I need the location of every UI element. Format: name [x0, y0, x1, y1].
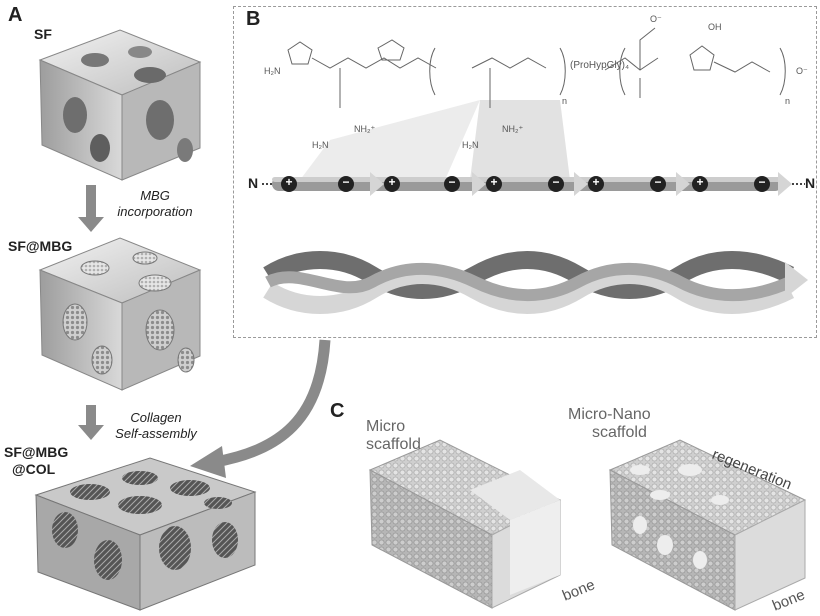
- curved-arrow: [190, 339, 331, 478]
- charge-symbol-2: −: [342, 175, 350, 189]
- n-terminus-label: N: [248, 175, 259, 191]
- panel-b-letter: B: [246, 8, 261, 30]
- stage-sf-mbg-label: SF@MBG: [8, 238, 73, 254]
- micro-nano-label-line1: Micro-Nano: [568, 406, 651, 423]
- sf-mbg-scaffold-cube: [38, 237, 202, 391]
- sf-mbg-col-scaffold-cube: [34, 457, 257, 611]
- chem-nh2-2: H₂N: [462, 140, 479, 150]
- down-arrow-2: [78, 405, 104, 440]
- panel-a-letter: A: [8, 4, 23, 26]
- chem-oh: OH: [708, 22, 722, 32]
- micro-scaffold-block: [368, 439, 562, 609]
- step2-line2: Self-assembly: [115, 426, 197, 441]
- c-terminus-label: N: [805, 175, 816, 191]
- step2-caption: Collagen Self-assembly: [108, 410, 204, 442]
- peptide-structure: [287, 27, 786, 108]
- triple-helix: [263, 251, 808, 314]
- charge-symbol-6: −: [552, 175, 560, 189]
- chem-o-minus-1: O⁻: [650, 14, 662, 24]
- charge-symbol-10: −: [758, 175, 766, 189]
- down-arrow-1: [78, 185, 104, 232]
- chem-nh2plus-1: NH₂⁺: [354, 124, 376, 134]
- charge-symbol-5: +: [490, 175, 498, 189]
- panel-c-letter: C: [330, 400, 345, 422]
- panel-b-frame: [233, 6, 817, 338]
- chem-nh2-1: H₂N: [312, 140, 329, 150]
- chem-n-sub-1: n: [562, 96, 568, 106]
- charge-symbol-8: −: [654, 175, 662, 189]
- step1-line1: MBG: [140, 188, 170, 203]
- micro-nano-scaffold-label: Micro-Nano scaffold: [568, 406, 651, 442]
- sf-scaffold-cube: [38, 29, 202, 181]
- stage-sf-label: SF: [34, 26, 52, 42]
- micro-nano-scaffold-block: [608, 439, 807, 611]
- stage3-line1: SF@MBG: [4, 444, 69, 460]
- chem-h2n: H₂N: [264, 66, 281, 76]
- chem-n-sub-2: n: [785, 96, 791, 106]
- micro-label-line2: scaffold: [366, 436, 421, 453]
- charge-symbol-4: −: [448, 175, 456, 189]
- charge-symbol-3: +: [388, 175, 396, 189]
- step2-line1: Collagen: [130, 410, 182, 425]
- charge-symbol-9: +: [696, 175, 704, 189]
- micro-nano-label-line2: scaffold: [592, 424, 647, 441]
- stage3-line2: @COL: [12, 461, 56, 477]
- charge-symbol-1: +: [285, 175, 293, 189]
- chem-nh2plus-2: NH₂⁺: [502, 124, 524, 134]
- charge-symbol-7: +: [592, 175, 600, 189]
- chem-repeat: (ProHypGly)₄: [570, 60, 630, 71]
- chem-o-minus-2: O⁻: [796, 66, 808, 76]
- stage-sf-mbg-col-label: SF@MBG @COL: [4, 444, 68, 478]
- step1-line2: incorporation: [117, 204, 193, 219]
- charge-markers: [281, 176, 770, 192]
- micro-label-line1: Micro: [366, 418, 406, 435]
- micro-scaffold-label: Micro scaffold: [366, 418, 421, 454]
- step1-caption: MBG incorporation: [110, 188, 200, 220]
